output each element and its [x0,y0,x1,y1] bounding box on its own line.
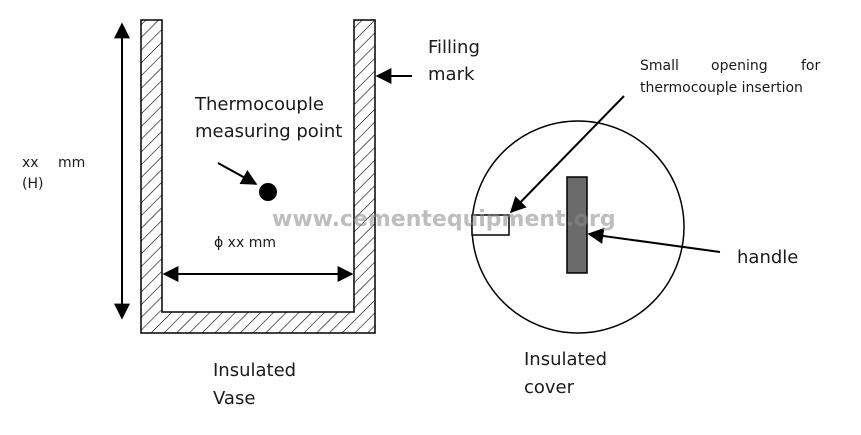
opening-label-word-small: Small [640,58,679,74]
filling-mark-box [414,27,529,115]
thermocouple-measuring-point [259,183,277,201]
opening-pointer-arrow [509,95,625,214]
opening-label-line2: thermocouple insertion [640,80,803,96]
handle-label: handle [737,247,798,268]
filling-mark-line1: Filling [428,37,480,58]
height-label-h: (H) [22,176,43,192]
vase [140,19,376,334]
height-label-xx: xx [22,155,39,171]
watermark-text: www.cementequipment.org [272,207,616,232]
filling-mark-line2: mark [428,64,475,85]
vase-caption-line2: Vase [213,388,255,409]
vase-caption-line1: Insulated [213,360,296,381]
cover-caption-line1: Insulated [524,349,607,370]
handle-arrow [587,228,721,253]
thermocouple-label-line2: measuring point [195,121,342,142]
thermocouple-pointer-arrow [217,162,258,185]
thermocouple-label-line1: Thermocouple [194,94,324,115]
opening-label-word-opening: opening [711,58,768,74]
diameter-label-box [207,222,315,260]
cover-handle [566,176,588,274]
vase-wall-hatched [140,19,376,334]
opening-label-word-for: for [801,58,820,74]
handle-label-box [722,232,858,290]
height-label-mm: mm [58,155,85,171]
opening-label-box [627,45,837,122]
diameter-label: ϕ xx mm [214,235,276,251]
thermocouple-opening-slot [471,214,510,236]
cover-caption-line2: cover [524,377,575,398]
